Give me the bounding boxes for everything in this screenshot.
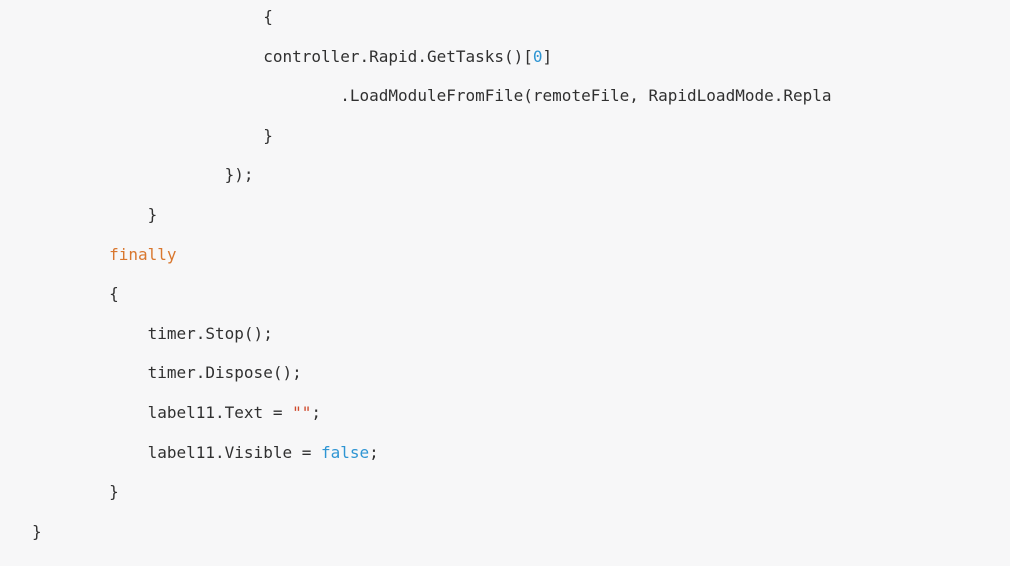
code-line: { [32,0,1010,37]
code-indent [32,165,225,184]
code-line: label11.Visible = false; [32,433,1010,473]
code-line: finally [32,235,1010,275]
code-line: timer.Dispose(); [32,353,1010,393]
code-line: }); [32,155,1010,195]
code-token-plain: ; [311,402,321,422]
code-indent [32,482,109,501]
code-line: label11.Text = ""; [32,393,1010,433]
code-line: } [32,195,1010,235]
code-token-plain: } [263,125,273,145]
code-indent [32,403,148,422]
code-token-plain: } [32,521,42,541]
code-indent [32,86,340,105]
code-token-plain: } [147,204,158,224]
code-line: } [32,116,1010,156]
code-content: { controller.Rapid.GetTasks()[0] .LoadMo… [32,0,1010,551]
code-indent [32,47,263,66]
code-indent [32,284,109,303]
code-line: controller.Rapid.GetTasks()[0] [32,37,1010,77]
code-token-plain: ] [542,46,553,66]
code-line: timer.Stop(); [32,314,1010,354]
code-token-plain: timer.Dispose(); [147,363,302,383]
code-token-plain: timer.Stop(); [147,323,273,343]
code-token-plain: ; [369,442,379,462]
code-token-plain: { [109,284,119,304]
code-indent [32,363,148,382]
code-indent [32,205,148,224]
code-token-plain: } [109,482,119,502]
code-indent [32,7,263,26]
code: { controller.Rapid.GetTasks()[0] .LoadMo… [32,0,1010,551]
code-token-plain: }); [224,165,254,185]
code-indent [32,324,148,343]
code-token-plain: { [263,7,273,26]
code-token-string: "" [292,402,312,422]
code-line: } [32,512,1010,552]
code-token-boolean: false [320,442,370,462]
code-token-plain: .LoadModuleFromFile(remoteFile, RapidLoa… [340,86,832,106]
code-token-plain: label11.Visible = [147,442,321,462]
code-line: { [32,274,1010,314]
code-indent [32,245,109,264]
code-token-keyword: finally [109,244,177,264]
code-line: } [32,472,1010,512]
code-line: .LoadModuleFromFile(remoteFile, RapidLoa… [32,76,1010,116]
code-token-plain: label11.Text = [147,402,293,422]
code-token-plain: controller.Rapid.GetTasks()[ [263,46,533,66]
code-token-number: 0 [532,46,543,66]
code-indent [32,126,263,145]
code-indent [32,443,148,462]
